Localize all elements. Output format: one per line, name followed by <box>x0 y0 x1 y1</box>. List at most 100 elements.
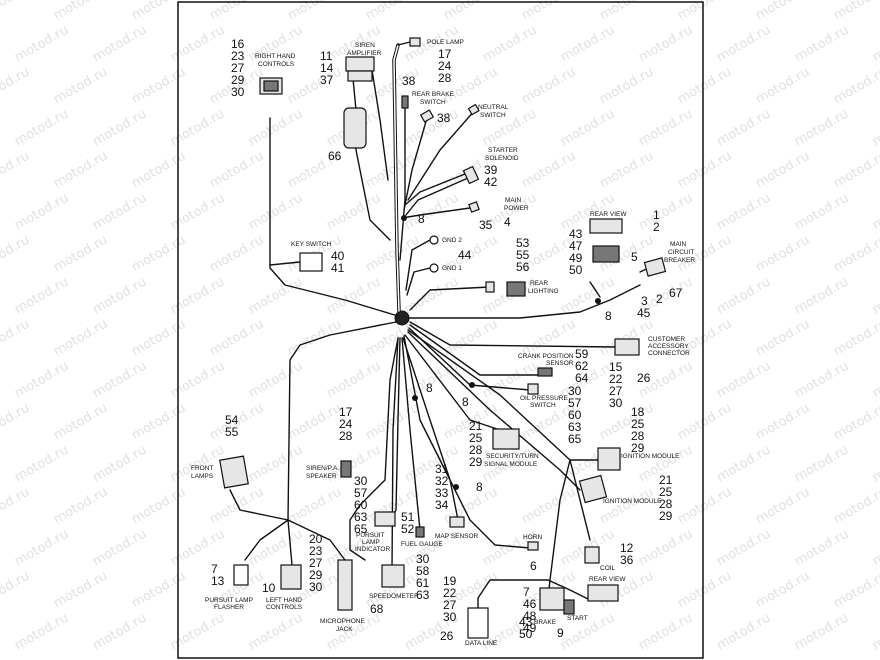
watermark-text: motod.ru <box>831 401 880 444</box>
junction-top <box>401 215 407 221</box>
label-rear-lighting-1: REAR <box>530 280 548 287</box>
num-breaker-45: 45 <box>637 306 651 320</box>
watermark-text: motod.ru <box>168 275 227 318</box>
gnd1-terminal <box>429 263 439 273</box>
watermark-text: motod.ru <box>90 527 149 570</box>
num-oil-4: 65 <box>568 432 582 446</box>
num-starter-0: 39 <box>484 163 498 177</box>
harness-hub <box>394 310 410 326</box>
label-starter-solenoid-2: SOLENOID <box>485 155 519 162</box>
num-rhc-1: 23 <box>231 49 245 63</box>
pursuit-lamp-flasher <box>233 564 249 586</box>
num-starter-1: 42 <box>484 175 498 189</box>
num-brake-43: 43 <box>519 615 533 629</box>
watermark-text: motod.ru <box>597 485 656 528</box>
watermark-text: motod.ru <box>168 527 227 570</box>
num-fuel-1: 52 <box>401 522 415 536</box>
watermark-text: motod.ru <box>0 569 32 612</box>
watermark-text: motod.ru <box>792 359 851 402</box>
watermark-text: motod.ru <box>129 317 188 360</box>
label-start: START <box>567 615 588 622</box>
num-map-0: 31 <box>435 462 449 476</box>
watermark-text: motod.ru <box>129 485 188 528</box>
watermark-text: motod.ru <box>831 233 880 276</box>
watermark-text: motod.ru <box>792 443 851 486</box>
num-lhc-2: 27 <box>309 556 323 570</box>
crank-position-sensor <box>537 367 553 377</box>
watermark-text: motod.ru <box>792 527 851 570</box>
num-gnd-44: 44 <box>458 248 472 262</box>
num-map-3: 34 <box>435 498 449 512</box>
watermark-text: motod.ru <box>870 527 880 570</box>
num-crank-0: 59 <box>575 347 589 361</box>
svg-text:CONTROLS: CONTROLS <box>258 61 295 68</box>
num-rear-view-3: 50 <box>569 263 583 277</box>
num-ignition2-2: 28 <box>659 497 673 511</box>
num-accessory-0: 15 <box>609 360 623 374</box>
watermark-text: motod.ru <box>714 191 773 234</box>
label-neutral-switch-2: SWITCH <box>480 112 506 119</box>
watermark-text: motod.ru <box>753 149 812 192</box>
watermark-text: motod.ru <box>0 485 32 528</box>
label-ignition-module-1: IGNITION MODULE <box>621 453 680 460</box>
watermark-text: motod.ru <box>831 65 880 108</box>
label-customer-accessory-1: CUSTOMER <box>648 336 685 343</box>
label-customer-accessory-3: CONNECTOR <box>648 350 690 357</box>
label-microphone-1: MICROPHONE <box>320 618 365 625</box>
num-ignition1-0: 18 <box>631 405 645 419</box>
num-ignition2-3: 29 <box>659 509 673 523</box>
coil-connector <box>584 546 600 564</box>
microphone-jack <box>337 559 353 611</box>
watermark-text: motod.ru <box>363 233 422 276</box>
label-rear-brake-switch-2: SWITCH <box>420 99 446 106</box>
watermark-text: motod.ru <box>12 359 71 402</box>
watermark-text: motod.ru <box>792 275 851 318</box>
watermark-text: motod.ru <box>0 149 32 192</box>
num-junction-map: 8 <box>476 480 483 494</box>
label-crank-position-1: CRANK POSITION <box>518 353 574 360</box>
num-pursuit-0: 30 <box>354 474 368 488</box>
label-rear-lighting-2: LIGHTING <box>528 288 559 295</box>
num-pole-0: 17 <box>438 47 452 61</box>
watermark-text: motod.ru <box>714 23 773 66</box>
watermark-text: motod.ru <box>636 611 695 654</box>
watermark-text: motod.ru <box>519 485 578 528</box>
watermark-text: motod.ru <box>597 65 656 108</box>
key-switch <box>299 252 323 272</box>
watermark-text: motod.ru <box>753 233 812 276</box>
watermark-text: motod.ru <box>51 149 110 192</box>
watermark-text: motod.ru <box>597 401 656 444</box>
watermark-text: motod.ru <box>831 0 880 23</box>
watermark-text: motod.ru <box>51 485 110 528</box>
watermark-text: motod.ru <box>207 317 266 360</box>
harness-wires <box>229 41 656 611</box>
watermark-text: motod.ru <box>0 0 32 23</box>
ignition-module-2 <box>578 474 608 504</box>
junction-mid2 <box>469 382 475 388</box>
watermark-text: motod.ru <box>636 23 695 66</box>
watermark-text: motod.ru <box>129 65 188 108</box>
watermark-text: motod.ru <box>558 107 617 150</box>
num-siren-speaker-1: 24 <box>339 417 353 431</box>
num-junction-mid2: 8 <box>462 395 469 409</box>
label-front-lamps-2: LAMPS <box>191 473 214 480</box>
num-brake-50: 50 <box>519 627 533 641</box>
watermark-text: motod.ru <box>129 0 188 23</box>
num-coil-0: 12 <box>620 541 634 555</box>
rear-view-connector-top <box>589 218 623 263</box>
watermark-text: motod.ru <box>246 107 305 150</box>
num-lhc-1: 23 <box>309 544 323 558</box>
num-breaker-67: 67 <box>669 286 683 300</box>
num-junction-right: 8 <box>605 309 612 323</box>
rear-brake-switch-connector <box>401 95 409 109</box>
rear-lighting-connector <box>506 281 526 297</box>
watermark-text: motod.ru <box>246 527 305 570</box>
label-pole-lamp: POLE LAMP <box>427 39 464 46</box>
label-rear-view-bottom: REAR VIEW <box>589 576 626 583</box>
num-security-3: 29 <box>469 455 483 469</box>
watermark-text: motod.ru <box>753 65 812 108</box>
num-siren-speaker-2: 28 <box>339 429 353 443</box>
watermark-text: motod.ru <box>12 611 71 654</box>
